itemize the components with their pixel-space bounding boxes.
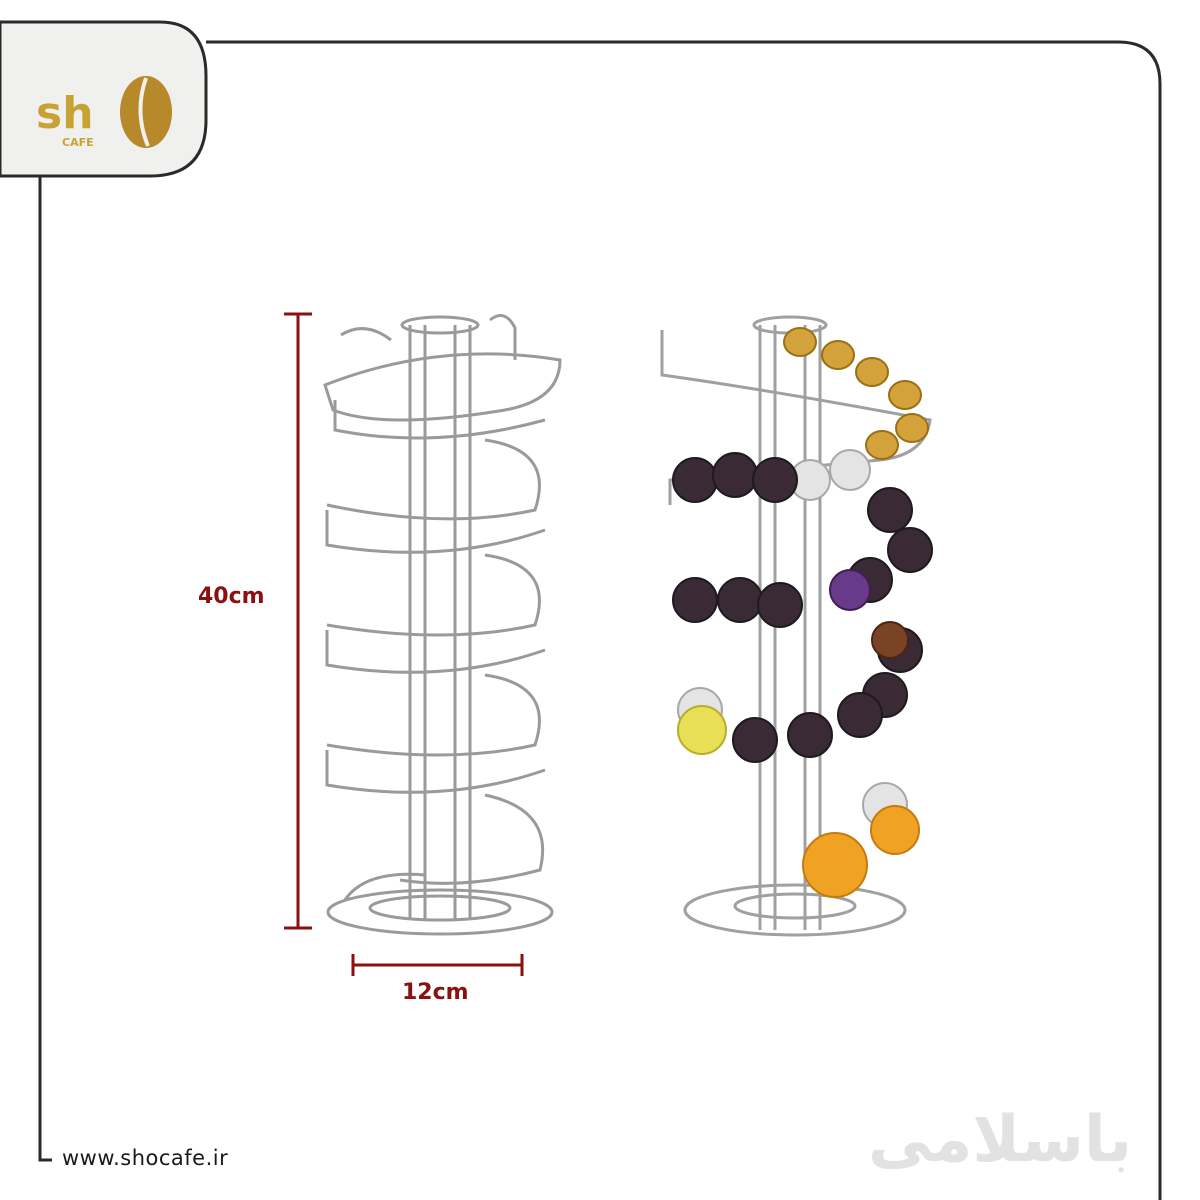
empty-spiral-rack-image [323, 314, 562, 936]
width-label: 12cm [402, 980, 469, 1005]
height-label: 40cm [198, 584, 265, 609]
brand-logo: sh CAFE [0, 20, 206, 176]
filled-spiral-rack-image [660, 315, 933, 937]
website-url: www.shocafe.ir [62, 1146, 229, 1170]
svg-text:CAFE: CAFE [62, 136, 94, 149]
svg-text:sh: sh [36, 88, 94, 139]
watermark-logo: باسلامی [868, 1103, 1132, 1177]
height-dimension-line [284, 312, 312, 930]
width-dimension-line [351, 954, 524, 976]
